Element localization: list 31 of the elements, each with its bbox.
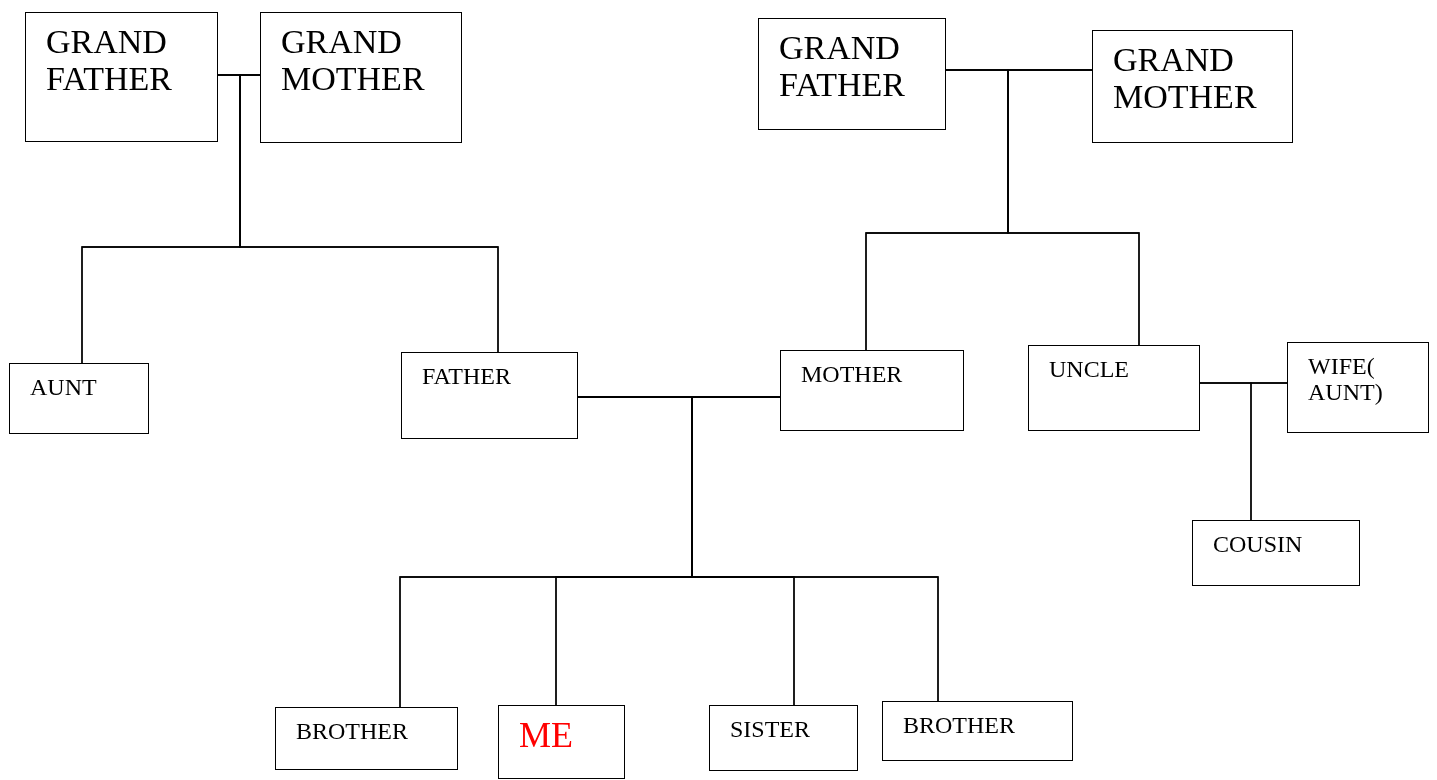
name-label: GRAND FATHER [46,23,173,98]
name-label: COUSIN [1213,531,1304,558]
family-line [691,396,939,702]
name-label: WIFE( AUNT) [1308,353,1384,406]
person-box [1287,342,1429,433]
name-label: BROTHER [296,718,409,745]
person-box [401,352,578,439]
name-label: SISTER [730,716,811,743]
person-box [260,12,462,143]
name-label: FATHER [422,363,512,390]
name-label: UNCLE [1049,356,1130,383]
person-box [498,705,625,779]
person-box [780,350,964,431]
person-box [882,701,1073,761]
person-box [709,705,858,771]
name-label: ME [519,716,574,756]
person-box [1192,520,1360,586]
person-box [275,707,458,770]
name-label: GRAND MOTHER [281,23,426,98]
person-box [758,18,946,130]
name-label: GRAND MOTHER [1113,41,1258,116]
person-box [9,363,149,434]
name-label: GRAND FATHER [779,29,906,104]
family-line [1250,382,1288,521]
person-box [1092,30,1293,143]
name-label: BROTHER [903,712,1016,739]
name-label: MOTHER [801,361,904,388]
person-box [1028,345,1200,431]
name-label: AUNT [30,374,98,401]
family-line [1007,69,1140,346]
person-box [25,12,218,142]
